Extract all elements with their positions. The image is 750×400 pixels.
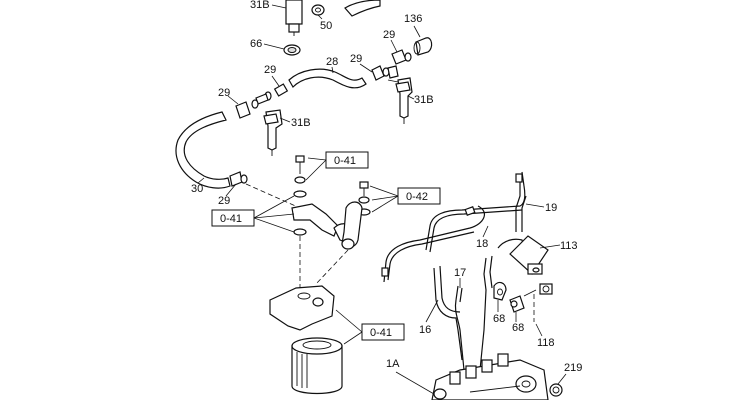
ref-box-041-bottom: 0-41	[370, 327, 392, 339]
injector-nozzle-mid	[263, 109, 283, 156]
label-68-a: 68	[493, 313, 505, 325]
label-28: 28	[326, 56, 338, 68]
sleeve-136	[413, 37, 433, 56]
fuel-filter-cartridge	[291, 337, 343, 395]
pipe-clamp-113	[509, 235, 549, 275]
label-29-d: 29	[350, 53, 362, 65]
leak-off-hose-28	[288, 68, 367, 89]
banjo-bolt-far-left	[235, 99, 259, 119]
ref-box-041-top: 0-41	[334, 155, 356, 167]
label-19: 19	[545, 202, 557, 214]
label-31b-mid: 31B	[291, 117, 311, 129]
label-29-b: 29	[218, 87, 230, 99]
o-ring-219	[549, 383, 563, 397]
return-hose-30	[175, 111, 231, 189]
banjo-bolt-right-upper	[391, 49, 412, 65]
label-113: 113	[560, 240, 578, 252]
injector-nozzle-right	[395, 77, 413, 124]
label-66: 66	[250, 38, 262, 50]
ref-box-041-left: 0-41	[220, 213, 242, 225]
label-30: 30	[191, 183, 203, 195]
bolt-stack-left	[293, 155, 307, 236]
banjo-bolt-left	[255, 83, 289, 105]
label-219: 219	[564, 362, 582, 374]
ref-box-042: 0-42	[406, 191, 428, 203]
label-1a: 1A	[386, 358, 400, 370]
bracket-arm	[291, 203, 339, 237]
bolt-118	[523, 283, 553, 297]
label-31b-right: 31B	[414, 94, 434, 106]
label-118: 118	[537, 337, 555, 349]
banjo-bolt-right-lower	[371, 65, 399, 81]
washer-50	[311, 4, 325, 16]
clamp-68-upper	[493, 281, 507, 301]
label-136: 136	[404, 13, 422, 25]
washer-66	[283, 44, 301, 56]
injector-nozzle-top	[285, 0, 303, 36]
injection-pipes	[381, 171, 527, 371]
label-29-c: 29	[383, 29, 395, 41]
label-31b-top: 31B	[250, 0, 270, 11]
label-16: 16	[419, 324, 431, 336]
label-68-b: 68	[512, 322, 524, 334]
banjo-bolt-hose-30	[229, 171, 248, 187]
injection-pump-1a	[431, 353, 549, 400]
label-18: 18	[476, 238, 488, 250]
label-17: 17	[454, 267, 466, 279]
clamp-68-lower	[509, 295, 525, 313]
label-29-e: 29	[218, 195, 230, 207]
filter-head	[269, 285, 335, 331]
label-29-a: 29	[264, 64, 276, 76]
label-50: 50	[320, 20, 332, 32]
return-hose-top	[344, 0, 381, 17]
